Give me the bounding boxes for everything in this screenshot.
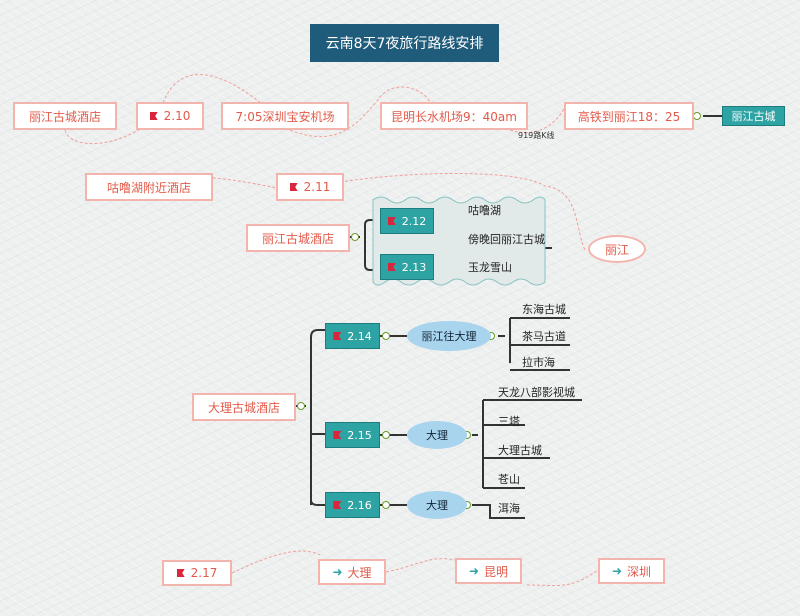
- date-label: 2.12: [401, 214, 427, 228]
- destination-lijiang-old-town[interactable]: 丽江古城: [722, 106, 785, 126]
- leaf-item[interactable]: 拉市海: [522, 356, 555, 369]
- stop-node-dali[interactable]: ➜ 大理: [318, 559, 386, 585]
- route-bubble-lijiang-dali[interactable]: 丽江往大理: [407, 321, 491, 351]
- route-bubble-dali-2[interactable]: 大理: [407, 491, 467, 519]
- flag-icon: [149, 112, 158, 120]
- date-node-2-17[interactable]: 2.17: [162, 560, 232, 586]
- date-node-2-13[interactable]: 2.13: [380, 254, 434, 280]
- date-node-2-12[interactable]: 2.12: [380, 208, 434, 234]
- hotel-node-lake[interactable]: 咕噜湖附近酒店: [85, 173, 213, 201]
- route-bubble-dali[interactable]: 大理: [407, 421, 467, 449]
- lijiang-callout[interactable]: 丽江: [588, 235, 646, 263]
- flag-icon: [176, 569, 185, 577]
- stop-label: 昆明: [484, 564, 509, 579]
- arrow-right-icon: ➜: [468, 564, 480, 578]
- hotel-node-group1[interactable]: 丽江古城酒店: [246, 224, 350, 252]
- date-label: 2.16: [347, 498, 372, 512]
- flag-icon: [289, 183, 298, 191]
- flag-icon: [333, 431, 342, 439]
- flag-icon: [333, 501, 342, 509]
- date-node-2-10[interactable]: 2.10: [136, 102, 204, 130]
- hotel-node-dali[interactable]: 大理古城酒店: [192, 393, 296, 421]
- leaf-item[interactable]: 东海古城: [522, 303, 566, 316]
- stop-node-shenzhen[interactable]: ➜ 深圳: [598, 558, 665, 584]
- flag-icon: [333, 332, 342, 340]
- leaf-item[interactable]: 玉龙雪山: [468, 261, 512, 274]
- leaf-item[interactable]: 咕噜湖: [468, 204, 501, 217]
- date-label: 2.14: [347, 329, 372, 343]
- date-label: 2.10: [163, 109, 191, 123]
- leaf-item[interactable]: 天龙八部影视城: [498, 386, 575, 399]
- stop-node-kunming[interactable]: ➜ 昆明: [455, 558, 522, 584]
- page-title: 云南8天7夜旅行路线安排: [310, 24, 499, 62]
- date-label: 2.13: [401, 260, 427, 274]
- date-label: 2.15: [347, 428, 372, 442]
- leaf-item[interactable]: 三塔: [498, 415, 520, 428]
- bus-note: 919路K线: [518, 131, 555, 140]
- leaf-item[interactable]: 苍山: [498, 473, 520, 486]
- stop-label: 大理: [347, 565, 372, 580]
- train-node[interactable]: 高铁到丽江18：25: [564, 102, 694, 130]
- flag-icon: [387, 263, 396, 271]
- leaf-item[interactable]: 洱海: [498, 502, 520, 515]
- arrow-right-icon: ➜: [332, 565, 343, 579]
- hotel-node-lijiang-old-town[interactable]: 丽江古城酒店: [13, 102, 117, 130]
- flag-icon: [387, 217, 396, 225]
- date-label: 2.11: [303, 180, 331, 194]
- date-node-2-15[interactable]: 2.15: [325, 422, 380, 448]
- arrival-node[interactable]: 昆明长水机场9：40am: [380, 102, 528, 130]
- date-label: 2.17: [190, 566, 218, 580]
- date-node-2-16[interactable]: 2.16: [325, 492, 380, 518]
- date-node-2-11[interactable]: 2.11: [276, 173, 344, 201]
- leaf-item[interactable]: 大理古城: [498, 444, 542, 457]
- arrow-right-icon: ➜: [611, 564, 623, 578]
- leaf-item[interactable]: 傍晚回丽江古城: [468, 233, 545, 246]
- flight-node[interactable]: 7:05深圳宝安机场: [221, 102, 349, 130]
- date-node-2-14[interactable]: 2.14: [325, 323, 380, 349]
- stop-label: 深圳: [627, 564, 652, 579]
- leaf-item[interactable]: 茶马古道: [522, 330, 566, 343]
